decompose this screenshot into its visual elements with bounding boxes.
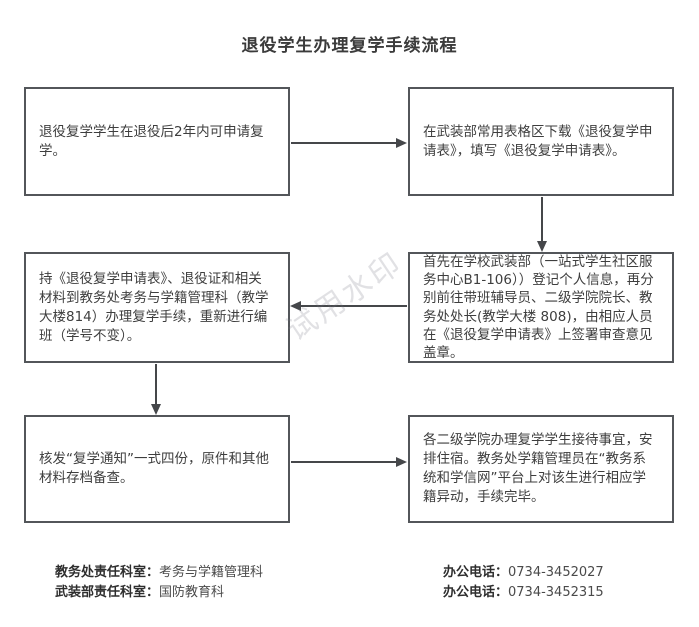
flow-step-6: 各二级学院办理复学学生接待事宜，安排住宿。教务处学籍管理员在“教务系统和学信网”… bbox=[408, 415, 674, 523]
footer-departments: 教务处责任科室：考务与学籍管理科 武装部责任科室：国防教育科 bbox=[55, 563, 263, 603]
arrow-step2-step3-head-icon bbox=[537, 241, 547, 252]
flow-step-1: 退役复学学生在退役后2年内可申请复学。 bbox=[24, 87, 290, 196]
flow-step-3-text: 首先在学校武装部（一站式学生社区服务中心B1-106））登记个人信息，再分别前往… bbox=[423, 253, 654, 361]
arrow-step3-step4-head-icon bbox=[290, 301, 301, 311]
flow-step-6-text: 各二级学院办理复学学生接待事宜，安排住宿。教务处学籍管理员在“教务系统和学信网”… bbox=[423, 432, 653, 505]
flow-step-3: 首先在学校武装部（一站式学生社区服务中心B1-106））登记个人信息，再分别前往… bbox=[408, 252, 674, 363]
flow-step-5-text: 核发“复学通知”一式四份，原件和其他材料存档备查。 bbox=[39, 451, 269, 486]
footer-phone-1-value: 0734-3452027 bbox=[508, 565, 604, 580]
arrow-step5-step6-head-icon bbox=[396, 457, 407, 467]
flow-step-2: 在武装部常用表格区下载《退役复学申请表》，填写《退役复学申请表》。 bbox=[408, 87, 674, 196]
arrow-step5-step6-line bbox=[291, 461, 397, 463]
footer-phone-line-1: 办公电话：0734-3452027 bbox=[443, 563, 604, 583]
footer-dept-line-1: 教务处责任科室：考务与学籍管理科 bbox=[55, 563, 263, 583]
footer-dept-1-label: 教务处责任科室： bbox=[55, 565, 160, 580]
arrow-step1-step2-head-icon bbox=[396, 138, 407, 148]
footer-dept-1-value: 考务与学籍管理科 bbox=[159, 565, 264, 580]
arrow-step1-step2-line bbox=[291, 142, 397, 144]
trial-watermark: 试用水印 bbox=[280, 245, 410, 349]
footer-phone-1-label: 办公电话： bbox=[443, 565, 509, 580]
flow-step-2-text: 在武装部常用表格区下载《退役复学申请表》，填写《退役复学申请表》。 bbox=[423, 123, 653, 159]
footer-dept-2-label: 武装部责任科室： bbox=[55, 585, 160, 600]
footer-phone-2-label: 办公电话： bbox=[443, 585, 509, 600]
arrow-step4-step5-head-icon bbox=[151, 404, 161, 415]
footer-dept-2-value: 国防教育科 bbox=[159, 585, 225, 600]
flow-step-1-text: 退役复学学生在退役后2年内可申请复学。 bbox=[39, 123, 264, 159]
flow-step-4: 持《退役复学申请表》、退役证和相关材料到教务处考务与学籍管理科（教学大楼814）… bbox=[24, 252, 290, 363]
footer-dept-line-2: 武装部责任科室：国防教育科 bbox=[55, 583, 263, 603]
flow-step-5: 核发“复学通知”一式四份，原件和其他材料存档备查。 bbox=[24, 415, 290, 523]
arrow-step3-step4-line bbox=[301, 305, 407, 307]
arrow-step2-step3-line bbox=[541, 197, 543, 241]
page-title: 退役学生办理复学手续流程 bbox=[241, 36, 458, 56]
footer-phone-line-2: 办公电话：0734-3452315 bbox=[443, 583, 604, 603]
flow-step-4-text: 持《退役复学申请表》、退役证和相关材料到教务处考务与学籍管理科（教学大楼814）… bbox=[39, 270, 269, 344]
footer-phone-2-value: 0734-3452315 bbox=[508, 585, 604, 600]
footer-phones: 办公电话：0734-3452027 办公电话：0734-3452315 bbox=[443, 563, 604, 603]
arrow-step4-step5-line bbox=[155, 364, 157, 404]
